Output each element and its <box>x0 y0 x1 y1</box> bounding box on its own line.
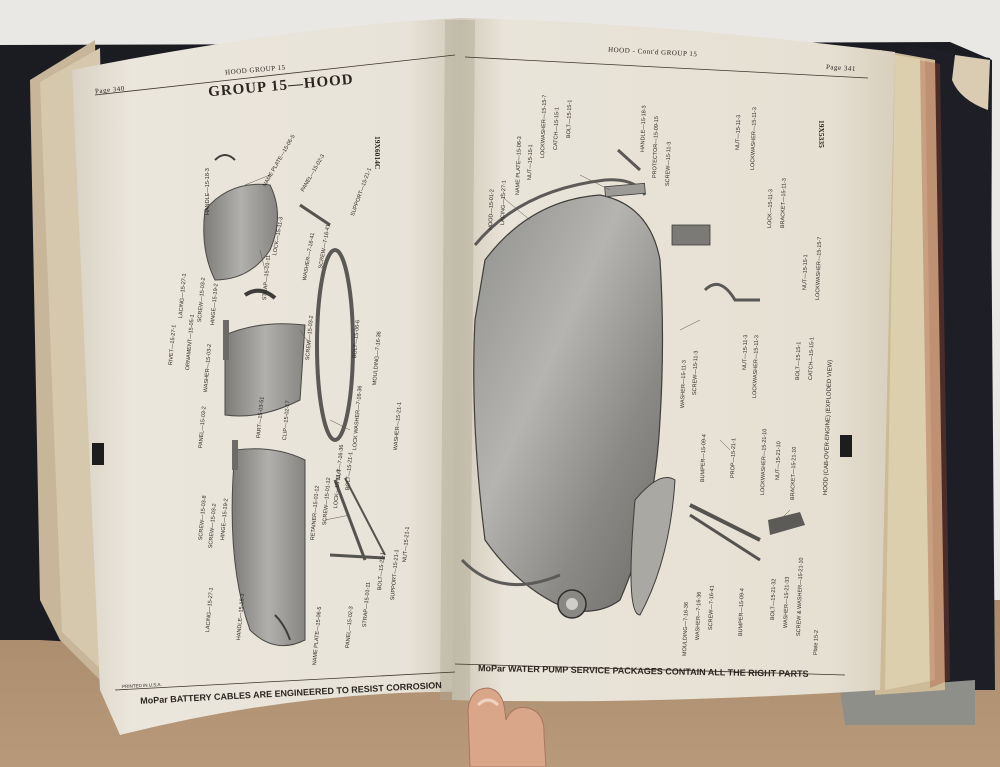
part-label: SCREW—15-11-3 <box>692 350 700 396</box>
part-label: NUT—15-21-10 <box>775 441 783 481</box>
part-label: BUMPER—15-09-4 <box>700 434 708 483</box>
part-label: NAME PLATE—15-06-3 <box>515 136 524 196</box>
part-label: SCREW—7-16-41 <box>708 585 716 631</box>
part-label: PROTECTOR—15-09-15 <box>652 116 661 179</box>
part-label: NUT—15-15-1 <box>802 254 810 291</box>
part-label: LOCK—15-11-3 <box>767 188 775 229</box>
part-label: BRACKET—15-11-3 <box>780 177 788 229</box>
lower-panel-illustration <box>231 448 306 647</box>
part-label: WASHER—7-16-36 <box>695 591 703 641</box>
part-label: BRACKET—15-21-10 <box>790 446 798 501</box>
part-label: HANDLE—15-18-3 <box>640 105 648 153</box>
part-label: LOCKWASHER—15-11-3 <box>752 335 761 399</box>
part-label: SCREW & WASHER—15-21-10 <box>796 557 805 637</box>
part-label: NUT—15-15-1 <box>527 144 535 181</box>
part-label: HOOD—15-01-2 <box>488 189 496 231</box>
part-label: BUMPER—15-09-4 <box>738 588 746 637</box>
part-label: BOLT—15-15-1 <box>795 341 803 381</box>
part-label: LACING—15-27-1 <box>500 180 508 226</box>
part-label: LOCKWASHER—15-15-7 <box>815 236 824 301</box>
upper-panel-illustration <box>203 183 278 281</box>
part-label: NUT—15-11-3 <box>742 334 750 371</box>
part-label: LOCKWASHER—15-11-3 <box>750 107 759 171</box>
part-label: NUT—15-11-3 <box>735 114 743 151</box>
middle-panel-illustration <box>224 323 306 417</box>
part-label: CATCH—15-15-1 <box>808 337 816 381</box>
part-label: SCREW—15-11-3 <box>665 141 673 187</box>
moulding-illustration <box>315 248 355 442</box>
hand <box>467 687 547 767</box>
part-label: LOCKWASHER—15-21-10 <box>760 428 769 496</box>
part-label: WASHER—15-11-3 <box>680 360 688 409</box>
part-label: LOCKWASHER—15-15-7 <box>540 94 549 159</box>
part-label: PROP—15-21-1 <box>730 437 738 479</box>
part-label: BOLT—15-15-1 <box>566 99 574 139</box>
part-label: CATCH—15-15-1 <box>553 107 561 151</box>
part-label: BOLT—15-21-32 <box>770 578 778 621</box>
part-label: WASHER—15-21-33 <box>783 576 791 629</box>
part-label: MOULDING—7-16-36 <box>682 601 690 657</box>
